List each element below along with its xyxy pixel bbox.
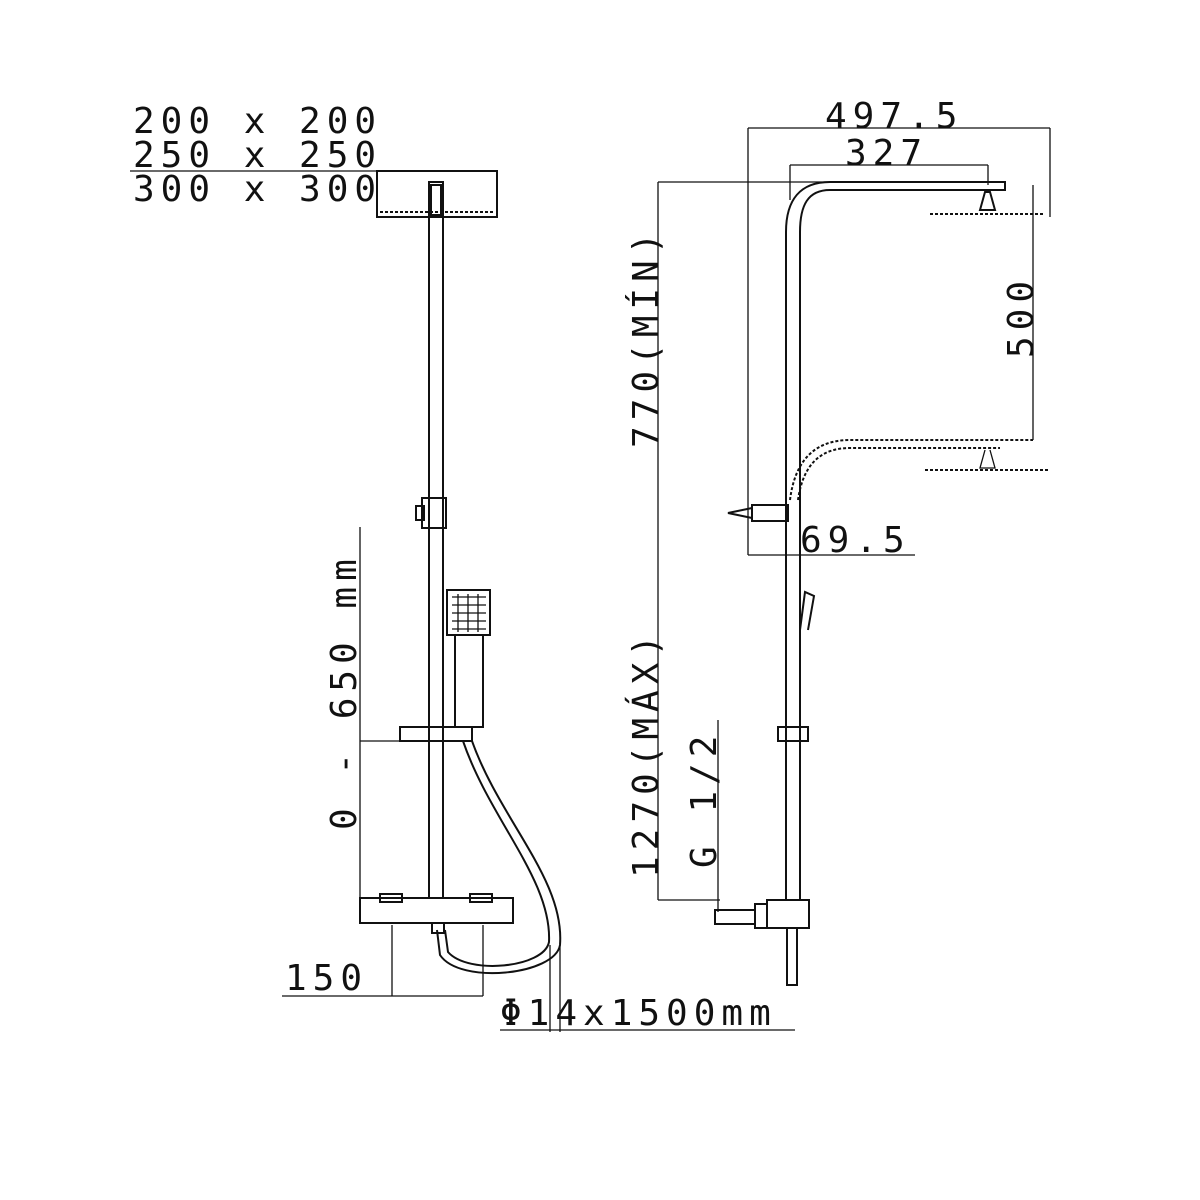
arm-drop-label: 500	[1001, 275, 1042, 358]
lowered-head-joint	[979, 449, 996, 469]
arm-length-label: 327	[845, 133, 928, 174]
mixer-cap-right	[469, 893, 493, 903]
inlet-fitting	[714, 909, 756, 925]
overall-reach-label: 497.5	[825, 96, 963, 137]
mixer-outlet	[431, 922, 445, 934]
slider-side	[751, 504, 789, 522]
lowered-arm-outer	[789, 439, 1033, 501]
size-label-200: 200 x 200	[133, 101, 382, 142]
inlet-nut	[754, 903, 768, 929]
height-max-label: 1270(MÁX)	[625, 629, 667, 878]
holder-side	[777, 726, 809, 742]
wall-offset-label: 69.5	[800, 520, 911, 561]
riser-pole	[428, 181, 444, 899]
hose-outer	[436, 740, 562, 975]
hose-label: Φ14x1500mm	[500, 993, 777, 1034]
size-label-250: 250 x 250	[133, 135, 382, 176]
rain-head-front	[376, 170, 498, 218]
head-joint	[978, 191, 997, 211]
hand-shower-grid	[452, 594, 486, 632]
size-label-300: 300 x 300	[133, 169, 382, 210]
hand-shower-side	[799, 590, 816, 631]
slider-knob-side	[727, 506, 753, 520]
inlet-spacing-label: 150	[285, 958, 368, 999]
mixer-cap-left	[379, 893, 403, 903]
head-connector	[430, 184, 442, 216]
outlet-pipe-side	[786, 927, 798, 986]
lowered-arm-inner	[797, 447, 1000, 501]
height-min-label: 770(MÍN)	[625, 227, 667, 448]
side-view: 497.5 327 770(MÍN) 1270(MÁX) 500 69.5 G …	[625, 96, 1051, 986]
hand-shower-handle	[454, 634, 484, 728]
slider-knob	[415, 505, 425, 521]
connection-label: G 1/2	[684, 730, 725, 868]
front-view: 200 x 200 250 x 250 300 x 300 0 - 650 mm	[130, 101, 795, 1034]
slider-bracket	[421, 497, 447, 529]
shower-holder	[399, 726, 473, 742]
hose-inner	[444, 740, 551, 967]
slide-range-label: 0 - 650 mm	[324, 553, 365, 830]
mixer-side	[766, 899, 810, 929]
